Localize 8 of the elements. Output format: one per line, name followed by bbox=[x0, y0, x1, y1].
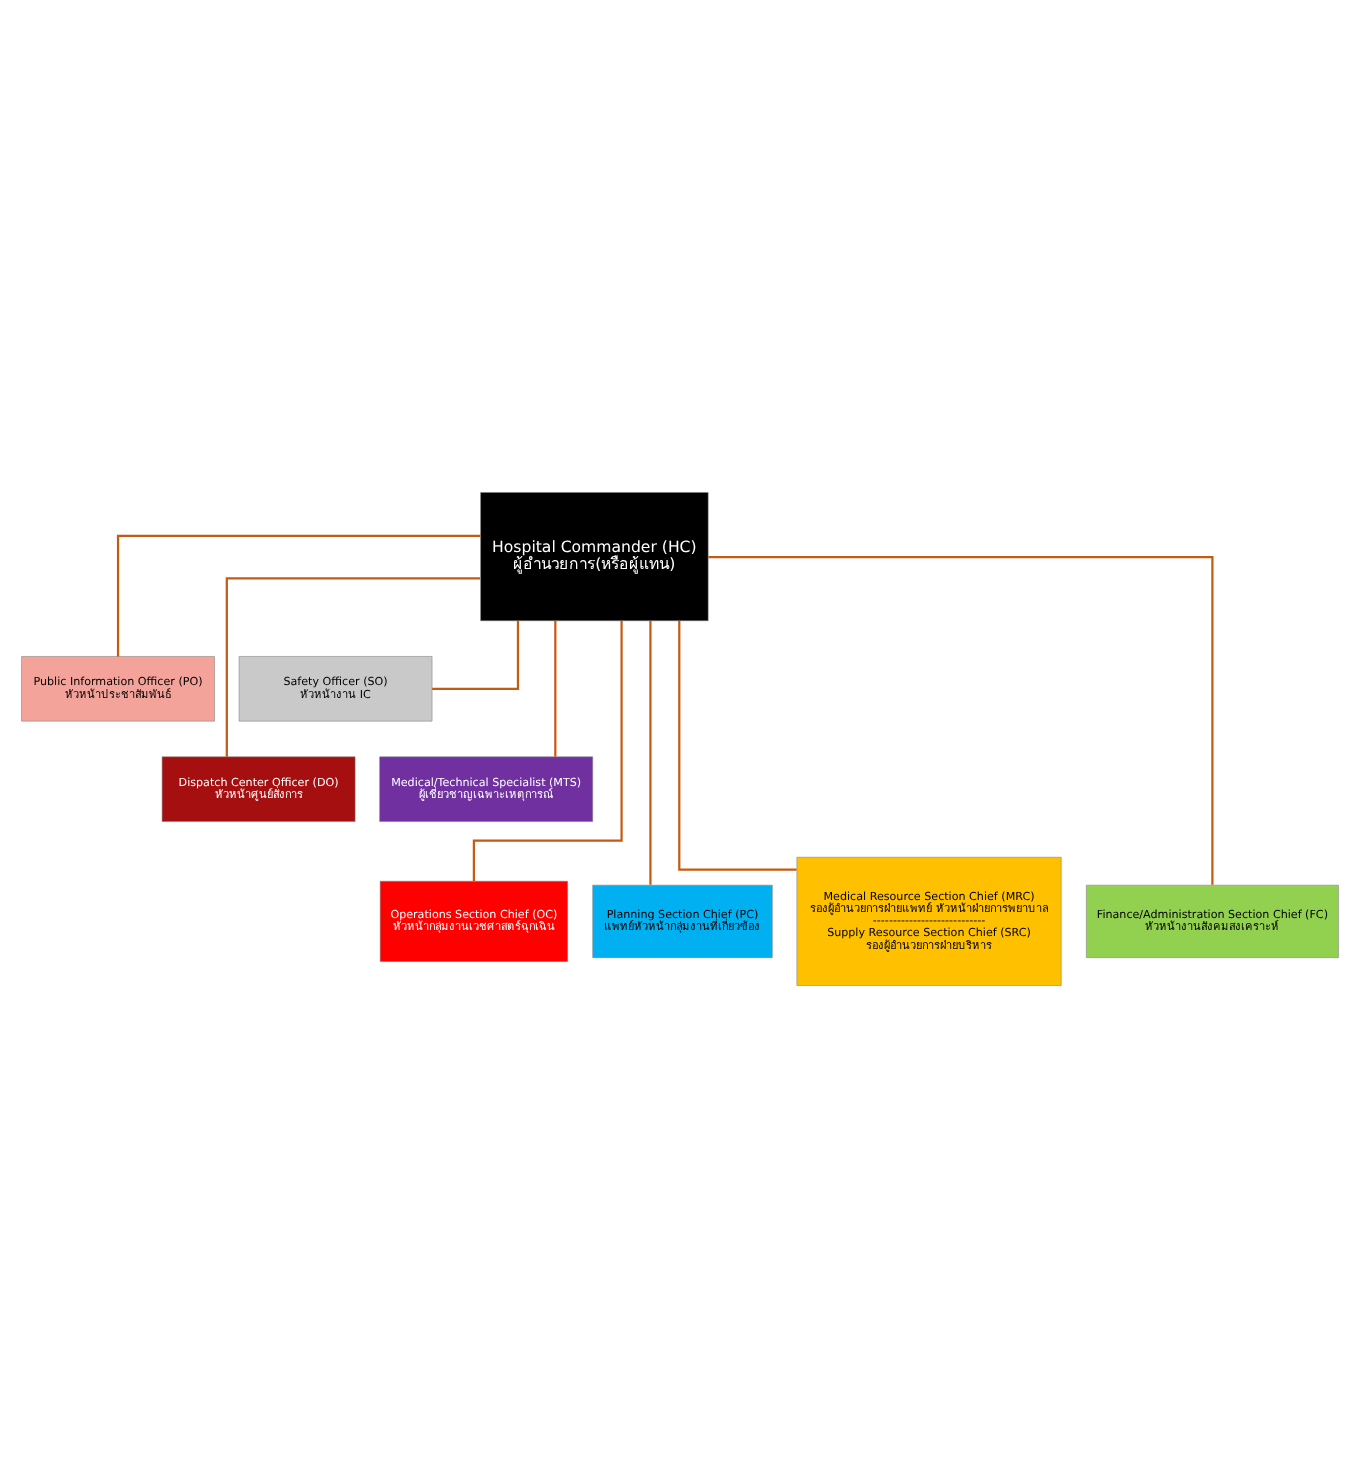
connector bbox=[472, 620, 623, 880]
connector bbox=[554, 619, 557, 756]
connector bbox=[225, 576, 481, 756]
connector bbox=[432, 619, 520, 689]
connector bbox=[649, 620, 652, 884]
connector bbox=[116, 533, 481, 656]
connector bbox=[708, 555, 1214, 884]
connector bbox=[678, 620, 797, 870]
